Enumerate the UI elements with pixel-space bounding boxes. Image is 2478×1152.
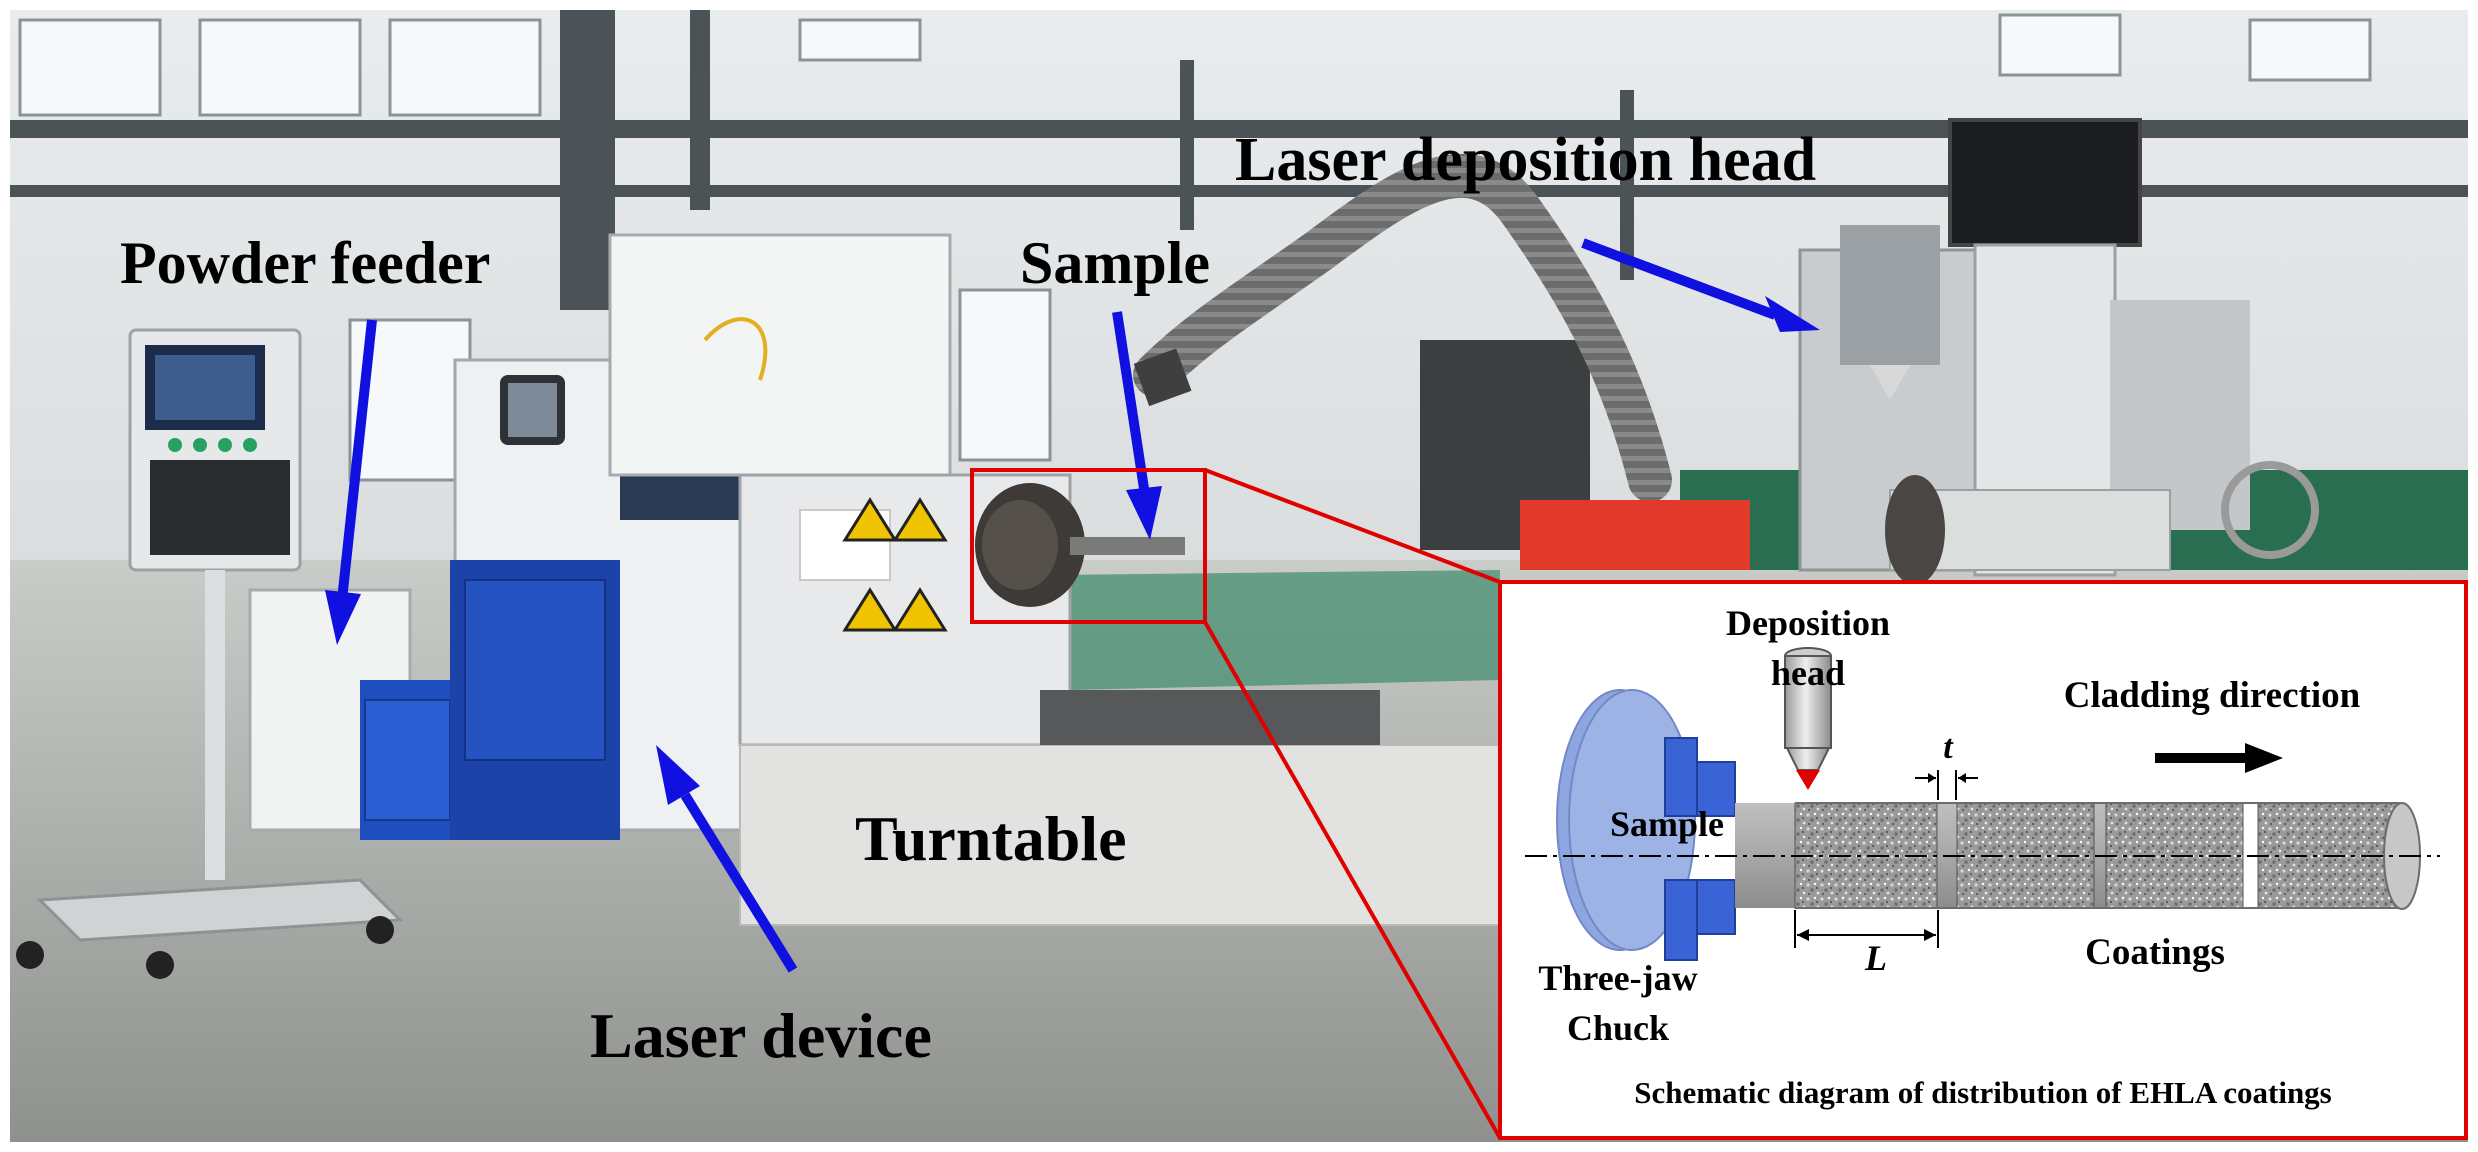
arrow-powder-feeder	[325, 319, 377, 645]
label-laser-deposition-head: Laser deposition head	[1235, 126, 1816, 194]
hose-nozzle	[1133, 348, 1192, 407]
control-panel	[16, 328, 404, 979]
label-powder-feeder: Powder feeder	[120, 230, 490, 296]
label-three-jaw-line2: Chuck	[1567, 1008, 1669, 1048]
schematic-inset: Deposition head Cladding direction t Sam…	[1498, 580, 2468, 1140]
green-floor-zone	[1050, 570, 1500, 690]
lathe-turntable	[738, 473, 1501, 926]
arrow-laser-deposition-head	[1581, 238, 1820, 332]
jaw-top	[1664, 737, 1736, 817]
label-thickness-t: t	[1943, 729, 1954, 766]
red-base-unit	[1520, 500, 1750, 570]
label-deposition-head-line2: head	[1771, 653, 1845, 693]
deposition-machine	[1798, 118, 2319, 585]
fume-hose	[1133, 153, 1672, 502]
laser-spot	[1796, 770, 1820, 790]
photo-label-group: Powder feeder Sample Laser deposition he…	[120, 126, 1816, 1071]
pointer-arrows	[325, 238, 1820, 973]
thickness-dimension	[1915, 770, 1978, 800]
ceiling-beams	[10, 10, 2468, 310]
arrow-sample	[1112, 311, 1162, 540]
zoom-line-top	[1204, 468, 1501, 584]
zoom-highlight	[970, 468, 1502, 1139]
label-turntable: Turntable	[855, 803, 1127, 874]
label-length-L: L	[1864, 938, 1887, 978]
zoom-line-bottom	[1203, 621, 1502, 1139]
schematic-caption: Schematic diagram of distribution of EHL…	[1634, 1075, 2332, 1110]
label-schematic-sample: Sample	[1610, 804, 1724, 844]
label-cladding-direction: Cladding direction	[2064, 675, 2361, 716]
label-deposition-head-line1: Deposition	[1726, 603, 1890, 643]
arrow-laser-device	[656, 745, 798, 973]
label-sample: Sample	[1020, 230, 1210, 296]
laser-device-machine	[450, 233, 952, 840]
powder-feeder-unit	[248, 588, 455, 840]
windows	[18, 13, 2372, 482]
cladding-direction-arrow	[2155, 743, 2283, 773]
label-three-jaw-line1: Three-jaw	[1538, 958, 1697, 998]
label-laser-device: Laser device	[590, 1000, 932, 1071]
three-jaw-chuck	[1556, 689, 1736, 961]
length-dimension	[1794, 910, 1939, 948]
deposition-head-nozzle	[1784, 647, 1832, 790]
zoom-source-box	[970, 468, 1207, 624]
label-coatings: Coatings	[2085, 932, 2225, 973]
